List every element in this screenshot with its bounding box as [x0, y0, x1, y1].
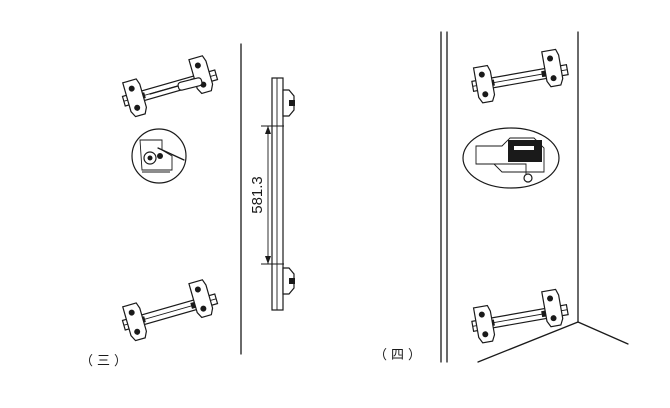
step4-label: （四）: [374, 348, 426, 363]
step3-bottom-rail: [117, 277, 222, 344]
step3-label: （三）: [80, 354, 132, 369]
step3-detail-circle: [131, 128, 187, 184]
step4-cabinet: [440, 31, 629, 363]
dimension-value: 581.3: [249, 176, 266, 214]
step3-side-view-door: [271, 77, 295, 311]
step3-top-rail: [117, 53, 222, 120]
step4-bottom-rail: [468, 287, 571, 345]
step4-top-rail: [468, 47, 571, 105]
dimension-line: 581.3: [249, 125, 284, 265]
step4-detail-ellipse: [462, 127, 560, 189]
